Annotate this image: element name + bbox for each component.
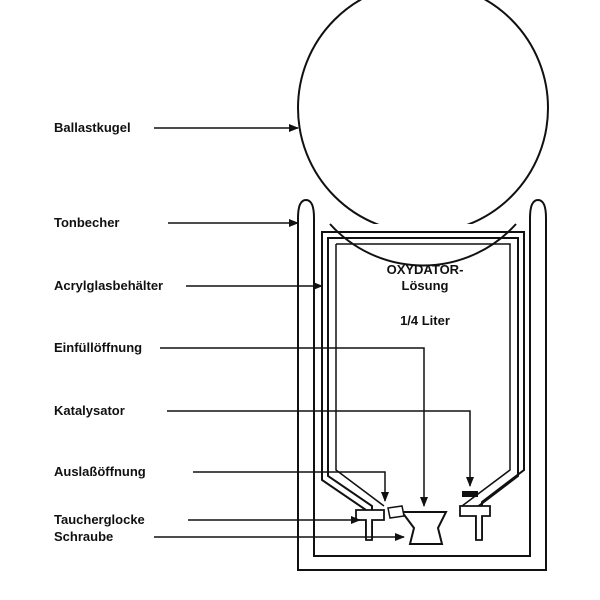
label-auslassoeffnung: Auslaßöffnung [54,464,146,479]
label-tonbecher: Tonbecher [54,215,120,230]
right-outlet-pipe [459,505,491,541]
catalyst-block [462,491,478,497]
leader-katalysator [167,410,474,487]
leader-auslass [193,471,389,502]
left-outlet-pipe [355,509,385,541]
label-acrylglasbehaelter: Acrylglasbehälter [54,278,164,293]
container-title-line2: Lösung [401,278,449,293]
ballast-sphere [297,0,549,234]
container-title-line1: OXYDATOR- [386,262,464,277]
diving-bell [400,511,448,545]
label-einfuelloeffnung: Einfüllöffnung [54,340,143,355]
label-katalysator: Katalysator [54,403,125,418]
screw-piece [387,505,405,519]
label-schraube: Schraube [54,529,114,544]
leader-einfuell [160,347,428,507]
container-volume: 1/4 Liter [400,313,450,328]
label-ballastkugel: Ballastkugel [54,120,131,135]
clay-cup-outer [297,198,547,571]
label-taucherglocke: Taucherglocke [54,512,145,527]
acrylic-funnel-inner [335,243,511,507]
